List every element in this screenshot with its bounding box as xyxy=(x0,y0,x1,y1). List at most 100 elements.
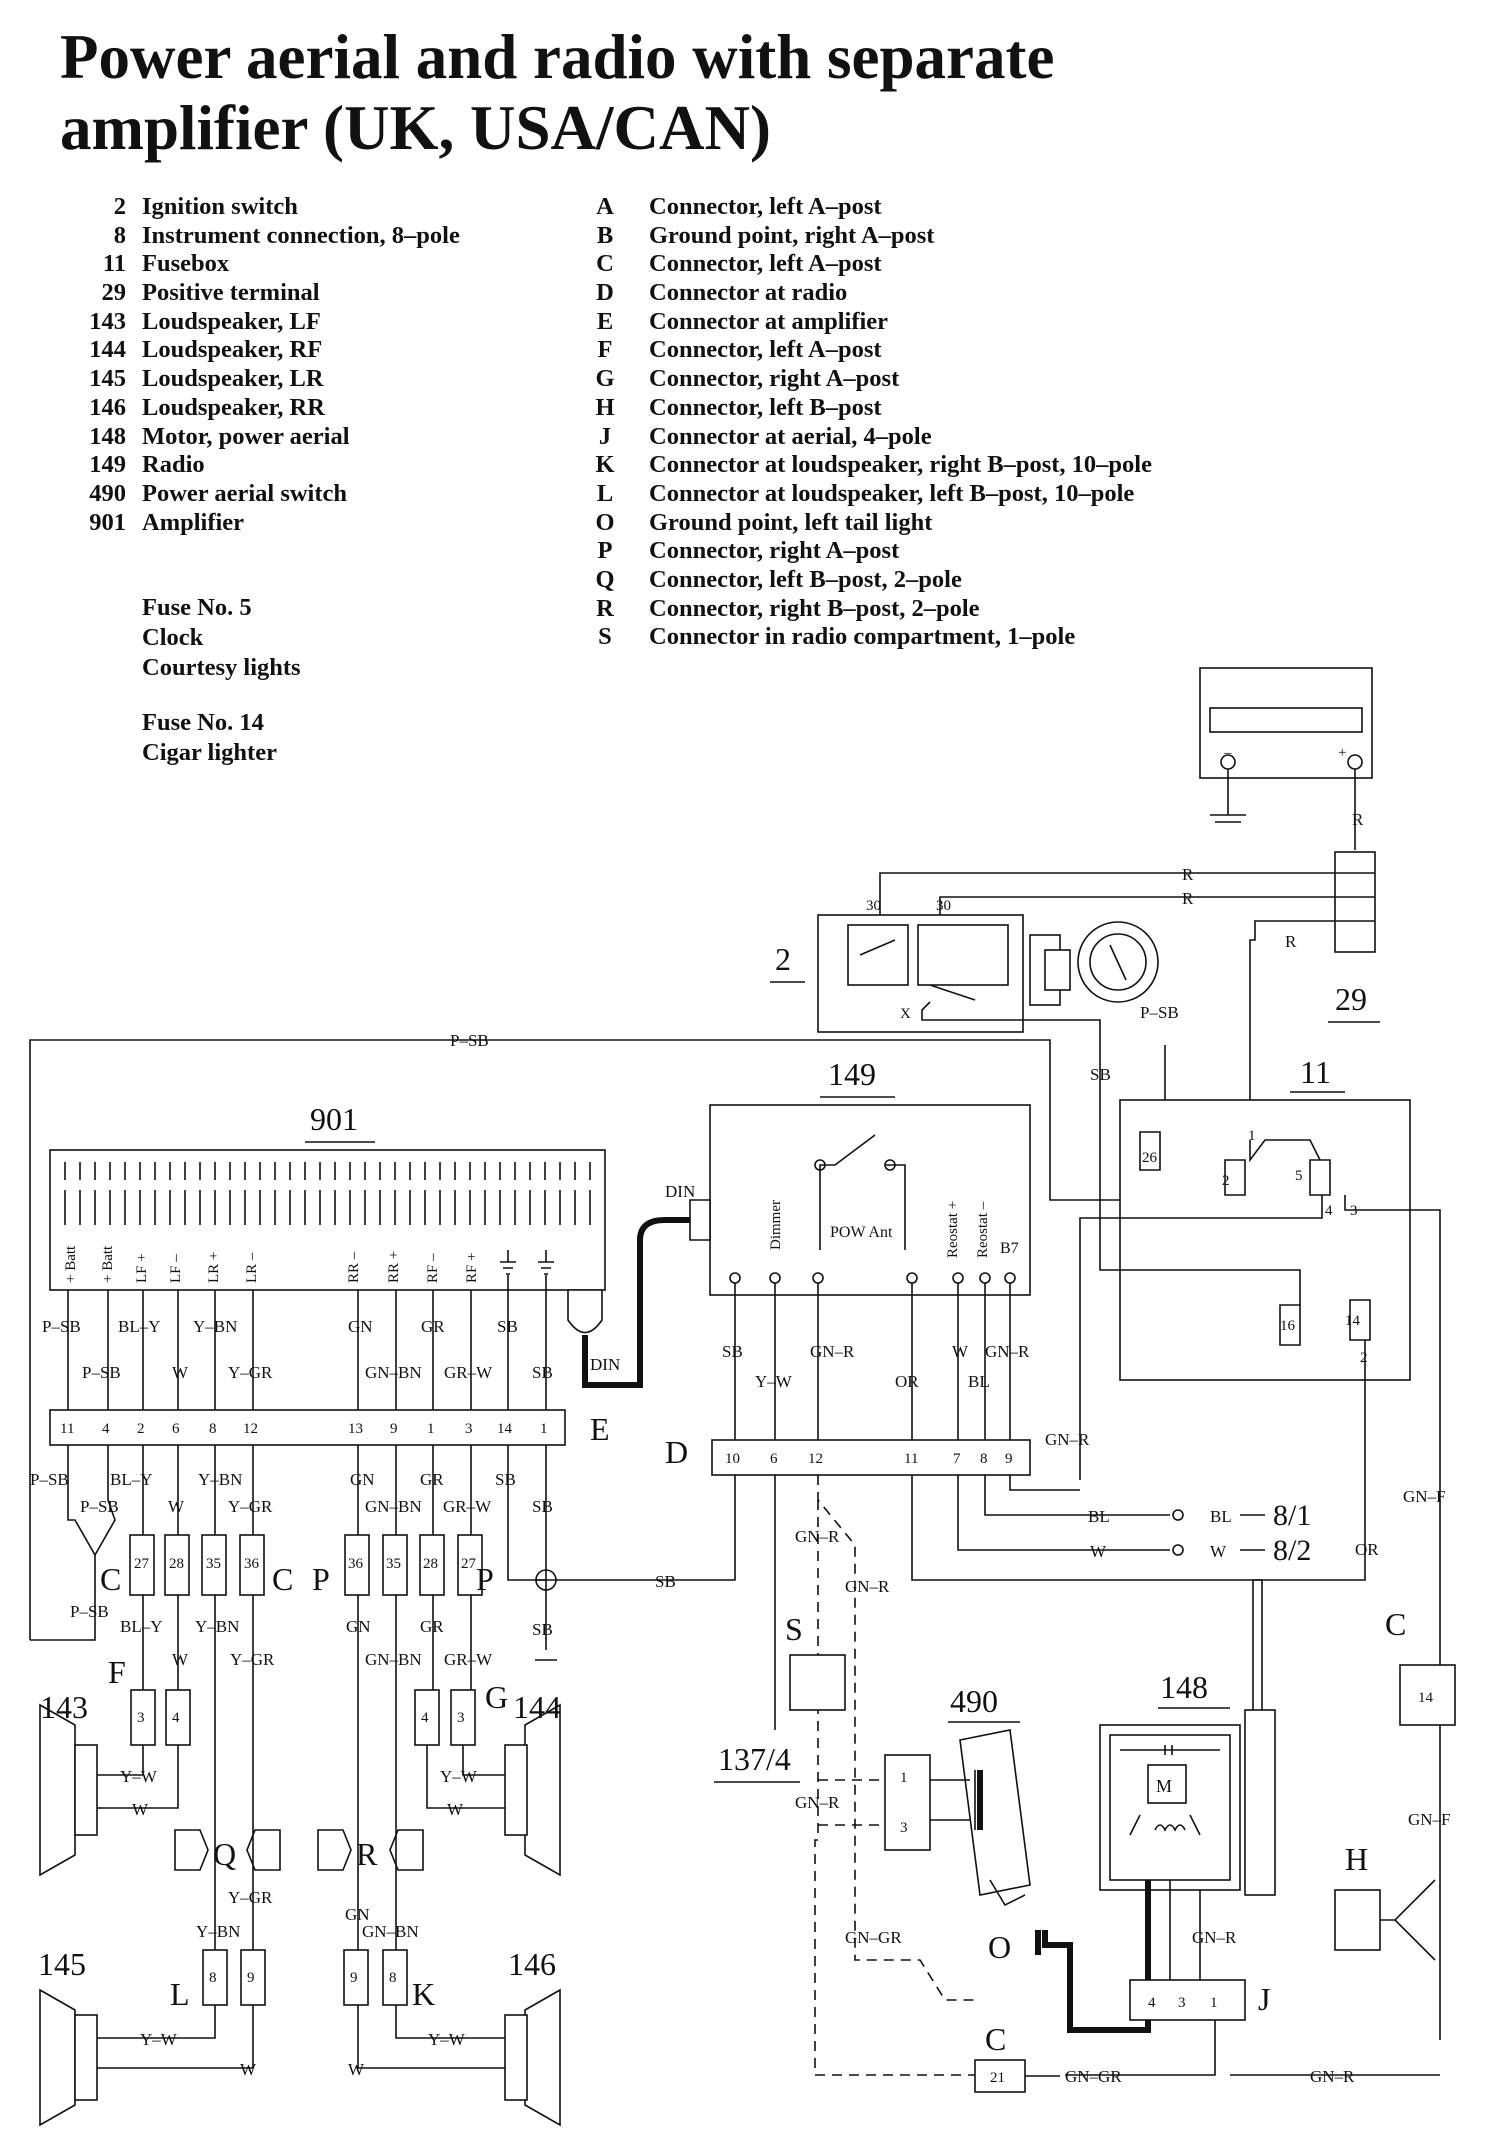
svg-text:GR: GR xyxy=(420,1470,444,1489)
fuse-2: 2 xyxy=(1222,1159,1246,1196)
connector-s-label: S xyxy=(785,1611,803,1647)
fuse-item: Courtesy lights xyxy=(142,654,301,681)
svg-text:GN–R: GN–R xyxy=(795,1527,840,1546)
legend-name: Ground point, left tail light xyxy=(649,508,933,536)
ignition-terminal-x: X xyxy=(900,1006,911,1022)
battery: – + xyxy=(1199,667,1373,850)
radio xyxy=(709,1104,1031,1296)
ground-icon xyxy=(500,1250,516,1275)
wire-label: P–SB xyxy=(1140,1003,1179,1022)
power-aerial-switch: 1 3 xyxy=(884,1729,1031,1907)
svg-text:21: 21 xyxy=(990,2070,1005,2086)
ignition-terminal: 30 xyxy=(866,898,881,914)
svg-text:GN–GR: GN–GR xyxy=(1065,2067,1122,2086)
legend-name: Power aerial switch xyxy=(142,479,348,507)
svg-text:3: 3 xyxy=(900,1820,908,1836)
svg-text:12: 12 xyxy=(808,1451,823,1467)
legend-name: Loudspeaker, RR xyxy=(142,393,325,421)
legend-code: J xyxy=(598,422,612,450)
legend-code: 144 xyxy=(89,336,126,364)
connector-j-label: J xyxy=(1258,1981,1270,2017)
wire-label: R xyxy=(1352,810,1364,829)
svg-text:3: 3 xyxy=(137,1710,145,1726)
legend-code: B xyxy=(596,221,614,249)
svg-text:W: W xyxy=(1210,1542,1227,1561)
fuse-heading: Fuse No. 5 xyxy=(142,594,252,621)
instrument-connection: 8/1 xyxy=(1273,1499,1311,1532)
fusebox-pin: 3 xyxy=(1350,1203,1358,1219)
legend-code: 143 xyxy=(89,307,126,335)
svg-text:GN–R: GN–R xyxy=(1310,2067,1355,2086)
svg-text:8: 8 xyxy=(209,1970,217,1986)
amp-terminal: LR – xyxy=(244,1252,260,1283)
instrument-connection: 8/2 xyxy=(1273,1534,1311,1567)
svg-text:1: 1 xyxy=(540,1421,548,1437)
connector-d-label: D xyxy=(665,1434,688,1470)
ignition-label: 2 xyxy=(775,941,791,977)
svg-text:GN–R: GN–R xyxy=(810,1342,855,1361)
svg-text:W: W xyxy=(348,2060,365,2079)
connector-c-label: C xyxy=(272,1561,293,1597)
speaker-lr xyxy=(39,1988,98,2127)
svg-text:5: 5 xyxy=(1295,1168,1303,1184)
legend-code: 145 xyxy=(89,365,126,393)
connector-e xyxy=(49,1409,566,1446)
svg-text:BL: BL xyxy=(1088,1507,1110,1526)
connector-c-left: 27 28 35 36 xyxy=(129,1534,265,1596)
amp-terminal: RR – xyxy=(346,1251,362,1283)
legend-name: Loudspeaker, RF xyxy=(142,336,323,364)
radio-wire-colors: SB GN–R W GN–R Y–W OR BL xyxy=(722,1342,1030,1391)
legend-code: C xyxy=(596,250,614,278)
connector-k: 9 8 xyxy=(343,1949,408,2006)
svg-text:BL–Y: BL–Y xyxy=(110,1470,153,1489)
svg-text:9: 9 xyxy=(247,1970,255,1986)
fuse-26: 26 xyxy=(1139,1131,1161,1171)
svg-text:10: 10 xyxy=(725,1451,740,1467)
svg-text:27: 27 xyxy=(461,1556,477,1572)
legend-name: Connector, left A–post xyxy=(649,336,882,364)
connector-g-label: G xyxy=(485,1679,508,1715)
diagram-title: Power aerial and radio with separate amp… xyxy=(60,22,1055,163)
svg-text:Y–GR: Y–GR xyxy=(230,1650,275,1669)
radio-din-label: DIN xyxy=(665,1182,695,1201)
svg-text:P–SB: P–SB xyxy=(42,1317,81,1336)
legend-code: 490 xyxy=(89,479,126,507)
amplifier-label: 901 xyxy=(310,1101,358,1137)
svg-text:Y–W: Y–W xyxy=(120,1767,158,1786)
fuse-14-note: Fuse No. 14 Cigar lighter xyxy=(142,708,277,768)
legend-code: 901 xyxy=(89,508,126,536)
connector-r xyxy=(317,1829,424,1871)
amplifier xyxy=(49,1149,606,1291)
svg-text:1: 1 xyxy=(900,1770,908,1786)
svg-text:GN–R: GN–R xyxy=(1192,1928,1237,1947)
battery-minus: – xyxy=(1223,745,1232,761)
legend-code: P xyxy=(597,537,613,565)
svg-text:35: 35 xyxy=(206,1556,221,1572)
legend-name: Connector, left B–post, 2–pole xyxy=(649,565,962,593)
fuse-item: Clock xyxy=(142,624,204,651)
legend-code: D xyxy=(596,279,614,307)
speaker-rr xyxy=(504,1988,561,2127)
svg-text:GN–R: GN–R xyxy=(795,1793,840,1812)
wire-label: P–SB xyxy=(450,1031,489,1050)
amplifier-terminals: + Batt + Batt LF + LF – LR + LR – RR – R… xyxy=(63,1245,480,1283)
svg-text:SB: SB xyxy=(497,1317,518,1336)
svg-text:GR: GR xyxy=(420,1617,444,1636)
legend-code: H xyxy=(595,393,615,421)
svg-text:BL: BL xyxy=(968,1372,990,1391)
svg-text:W: W xyxy=(952,1342,969,1361)
svg-text:9: 9 xyxy=(390,1421,398,1437)
svg-text:OR: OR xyxy=(895,1372,919,1391)
fuse-5: 5 xyxy=(1295,1159,1331,1196)
amp-terminal: RF – xyxy=(425,1253,441,1283)
legend-name: Positive terminal xyxy=(142,279,320,307)
svg-text:W: W xyxy=(447,1800,464,1819)
